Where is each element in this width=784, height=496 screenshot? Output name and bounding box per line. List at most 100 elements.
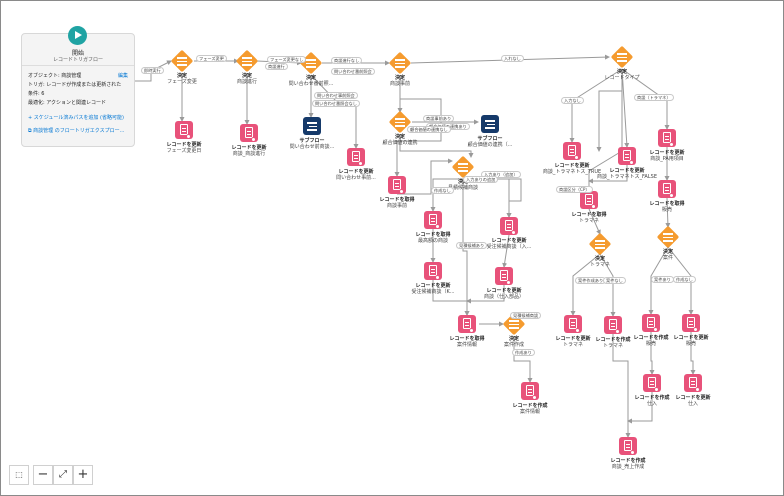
optimize-label: 最適化: アクションと関連レコード (28, 100, 107, 106)
update-node[interactable]: レコードを更新問い合わせ事前... (316, 148, 396, 181)
node-type: レコードを作成 (633, 335, 669, 341)
node-label: 販売 (661, 207, 672, 213)
create-node[interactable]: レコードを作成販売 (611, 314, 691, 347)
connector-line[interactable] (612, 334, 631, 438)
connector-line[interactable] (133, 60, 172, 82)
get-node[interactable]: レコードを取得案件情報 (427, 315, 507, 348)
decision-icon (588, 232, 612, 256)
decision-node[interactable]: 決定商談進行 (207, 49, 287, 85)
node-type: レコードを取得 (415, 232, 451, 238)
update-record-icon (658, 129, 676, 147)
connector-line[interactable] (513, 336, 533, 383)
update-record-icon (175, 121, 193, 139)
connector-line[interactable] (588, 208, 601, 235)
update-node[interactable]: レコードを更新トラマネ (533, 315, 613, 348)
subflow-node[interactable]: サブフロー問い合わせ前商談... (272, 117, 352, 150)
connector-line[interactable] (502, 234, 510, 268)
create-node[interactable]: レコードを作成商談_売上作成 (588, 437, 668, 470)
start-node[interactable]: 開始 レコードトリガフロー オブジェクト: 商談管理 編集 トリガ: レコードが… (21, 26, 135, 147)
connector-line[interactable] (596, 69, 623, 152)
connector-line[interactable] (397, 158, 453, 195)
update-record-icon (682, 314, 700, 332)
decision-icon (388, 51, 412, 75)
update-node[interactable]: レコードを更新販売 (651, 314, 731, 347)
node-type: レコードを更新 (554, 163, 590, 169)
decision-node[interactable]: 決定案件 (628, 225, 708, 261)
edge-label: 案件あり (651, 276, 674, 283)
connector-line[interactable] (430, 178, 463, 212)
subflow-icon (481, 115, 499, 133)
update-record-icon (240, 124, 258, 142)
zoom-out-button[interactable]: − (33, 465, 53, 485)
node-label: 問い合わせ前商談... (289, 144, 335, 150)
connector-line[interactable] (463, 178, 522, 218)
connector-line[interactable] (627, 392, 653, 424)
connector-line[interactable] (649, 332, 655, 375)
create-node[interactable]: レコードを作成トラマネ (573, 316, 653, 349)
decision-node[interactable]: 決定問い合わせ番前照... (271, 51, 351, 87)
decision-icon (610, 45, 634, 69)
update-node[interactable]: レコードを更新フェーズ変更日 (144, 121, 224, 154)
connector-line[interactable] (466, 285, 505, 304)
connector-line[interactable] (665, 197, 671, 228)
edge-label: フェーズ変更 (196, 55, 227, 62)
connector-line[interactable] (570, 253, 601, 316)
node-label: 商談_商談進行 (232, 151, 266, 157)
get-node[interactable]: レコードを取得トラマネ (549, 191, 629, 224)
add-scheduled-path-link[interactable]: + スケジュール済みパスを追加 (省略可能) (28, 114, 124, 121)
update-node[interactable]: レコードを更新商談_商談進行 (209, 124, 289, 157)
update-node[interactable]: レコードを更新受注候補商談（K... (393, 262, 473, 295)
update-node[interactable]: レコードを更新商談_トラマネトス_TRUE (532, 142, 612, 175)
create-node[interactable]: レコードを作成案件情報 (490, 382, 570, 415)
node-label: 案件作成 (503, 342, 524, 348)
decision-node[interactable]: 決定レコードタイプ (582, 45, 662, 81)
update-record-icon (563, 142, 581, 160)
fit-view-button[interactable]: ⤢ (53, 465, 73, 485)
update-node[interactable]: レコードを更新商談_トラマネトス_FALSE (587, 147, 667, 180)
node-type: レコードを更新 (231, 145, 267, 151)
update-node[interactable]: レコードを更新商談_PA用項目 (627, 129, 707, 162)
node-type: レコードを更新 (609, 168, 645, 174)
connector-line[interactable] (588, 165, 628, 184)
node-type: レコードを更新 (555, 336, 591, 342)
node-label: 商談事前 (389, 81, 410, 87)
node-label: 見積候補商談 (447, 185, 478, 191)
decision-node[interactable]: 決定顧合価値の連携 (360, 110, 440, 146)
decision-node[interactable]: 決定トラマネ (560, 232, 640, 268)
connector-line[interactable] (621, 68, 630, 148)
node-label: フェーズ変更 (167, 79, 197, 85)
decision-node[interactable]: 決定案件作成 (474, 312, 554, 348)
update-node[interactable]: レコードを更新商談（仕入部品） (464, 267, 544, 300)
connector-line[interactable] (690, 332, 696, 375)
get-node[interactable]: レコードを取得商談事前 (357, 176, 437, 209)
update-record-icon (500, 217, 518, 235)
node-label: レコードタイプ (604, 75, 640, 81)
zoom-in-button[interactable]: + (73, 465, 93, 485)
connector-line[interactable] (621, 68, 670, 130)
subflow-node[interactable]: サブフロー顧合価値の連携（... (450, 115, 530, 148)
connector-line[interactable] (599, 253, 616, 317)
decision-icon (656, 225, 680, 249)
get-node[interactable]: レコードを取得販売 (627, 180, 707, 213)
update-node[interactable]: レコードを更新受注候補商談（入... (469, 217, 549, 250)
get-node[interactable]: レコードを取得最高額の商談 (393, 211, 473, 244)
node-label: トラマネ (578, 218, 599, 224)
node-label: 販売 (645, 341, 656, 347)
decision-node[interactable]: 決定フェーズ変更 (142, 49, 222, 85)
connector-line[interactable] (648, 246, 669, 315)
edit-link[interactable]: 編集 (118, 73, 129, 79)
decision-icon (388, 110, 412, 134)
connector-line[interactable] (462, 179, 470, 316)
decision-node[interactable]: 決定商談事前 (360, 51, 440, 87)
update-node[interactable]: レコードを更新仕入 (653, 374, 733, 407)
flow-explorer-link[interactable]: ⧉ 商談管理 のフロートリガエクスプロー... (28, 127, 124, 134)
fit-selection-button[interactable]: ⬚ (9, 465, 29, 485)
decision-node[interactable]: 決定見積候補商談 (423, 155, 503, 191)
node-type: レコードを作成 (610, 458, 646, 464)
start-title: 開始 (71, 50, 84, 57)
update-record-icon (424, 262, 442, 280)
connector-line[interactable] (399, 134, 474, 158)
create-node[interactable]: レコードを作成仕入 (612, 374, 692, 407)
node-label: 仕入 (646, 401, 657, 407)
